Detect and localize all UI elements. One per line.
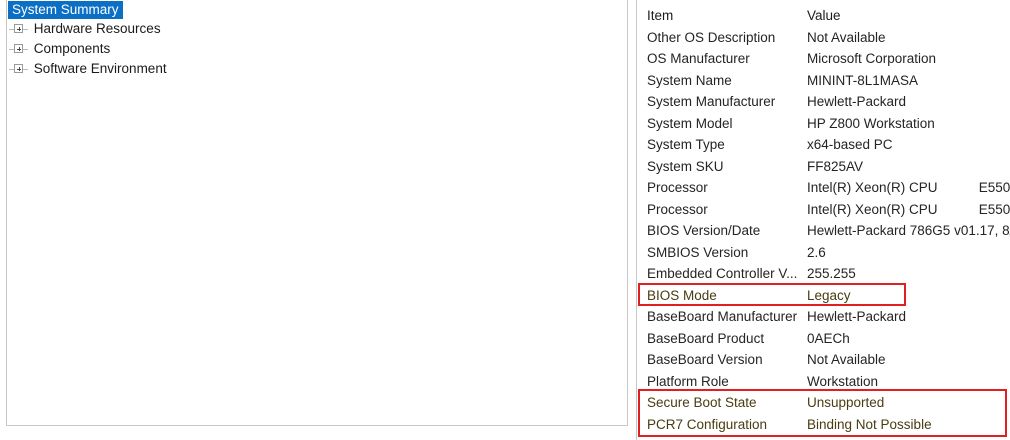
column-header-value: Value <box>807 8 841 23</box>
detail-row-value: 255.255 <box>807 266 856 281</box>
detail-row-value: Hewlett-Packard <box>807 94 907 109</box>
plus-icon[interactable] <box>9 39 30 59</box>
detail-row-value: Binding Not Possible <box>807 416 932 432</box>
detail-row-item: Other OS Description <box>647 29 776 45</box>
detail-row-value: Microsoft Corporation <box>807 51 937 66</box>
detail-row[interactable]: Processor Intel(R) Xeon(R) CPU E5506 <box>637 199 1010 221</box>
plus-icon[interactable] <box>9 19 30 39</box>
detail-column-header[interactable]: Item Value <box>637 5 1010 27</box>
detail-row[interactable]: Embedded Controller V... 255.255 <box>637 263 1010 285</box>
detail-row[interactable]: System SKU FF825AV <box>637 156 1010 178</box>
detail-row-value: Workstation <box>807 373 879 389</box>
detail-row-value: x64-based PC <box>807 137 893 152</box>
detail-row-value: Not Available <box>807 29 886 45</box>
detail-row[interactable]: BaseBoard Manufacturer Hewlett-Packard <box>637 306 1010 328</box>
detail-row-value: Hewlett-Packard <box>807 309 907 324</box>
plus-icon[interactable] <box>9 59 30 79</box>
detail-row-item: BaseBoard Manufacturer <box>647 309 798 324</box>
system-information-tree-pane[interactable]: System Summary Hardware Resources Compon… <box>6 0 628 426</box>
detail-row-item: System Type <box>647 137 725 152</box>
detail-row-item: BIOS Version/Date <box>647 223 761 238</box>
detail-row-value: Intel(R) Xeon(R) CPU E5506 <box>807 201 1010 217</box>
detail-row-item: Secure Boot State <box>647 395 757 410</box>
detail-row-item: Processor <box>647 201 708 217</box>
detail-row[interactable]: BIOS Version/Date Hewlett-Packard 786G5 v… <box>637 220 1010 242</box>
detail-row-value: FF825AV <box>807 158 864 174</box>
detail-row[interactable]: Processor Intel(R) Xeon(R) CPU E5506 <box>637 177 1010 199</box>
detail-row-item: BaseBoard Version <box>647 352 763 367</box>
detail-row[interactable]: BaseBoard Version Not Available <box>637 349 1010 371</box>
detail-row[interactable]: OS Manufacturer Microsoft Corporation <box>637 48 1010 70</box>
detail-row[interactable]: BaseBoard Product 0AECh <box>637 328 1010 350</box>
detail-row[interactable]: System Name MININT-8L1MASA <box>637 70 1010 92</box>
detail-row[interactable]: Secure Boot State Unsupported <box>637 392 1010 414</box>
detail-row-item: OS Manufacturer <box>647 51 750 66</box>
detail-row-value: Legacy <box>807 287 851 303</box>
tree-item-software-environment-label: Software Environment <box>33 61 167 77</box>
detail-row[interactable]: System Type x64-based PC <box>637 134 1010 156</box>
detail-row-value: HP Z800 Workstation <box>807 115 935 131</box>
tree-item-hardware-resources[interactable]: Hardware Resources <box>7 19 627 39</box>
detail-row-item: System Model <box>647 115 733 131</box>
detail-row-value: 2.6 <box>807 244 826 260</box>
detail-row[interactable]: SMBIOS Version 2.6 <box>637 242 1010 264</box>
detail-row-item: PCR7 Configuration <box>647 416 768 432</box>
tree-item-system-summary-label: System Summary <box>8 1 123 19</box>
detail-row-value: Intel(R) Xeon(R) CPU E5506 <box>807 180 1010 195</box>
detail-row-item: BaseBoard Product <box>647 330 765 346</box>
detail-row-item: Platform Role <box>647 373 729 389</box>
detail-row-value: Not Available <box>807 352 886 367</box>
detail-row-value: Unsupported <box>807 395 885 410</box>
tree-item-components-label: Components <box>33 41 111 57</box>
detail-row-value: Hewlett-Packard 786G5 v01.17, 8/ <box>807 223 1010 238</box>
detail-row[interactable]: PCR7 Configuration Binding Not Possible <box>637 414 1010 436</box>
tree-item-software-environment[interactable]: Software Environment <box>7 59 627 79</box>
detail-row[interactable]: Other OS Description Not Available <box>637 27 1010 49</box>
detail-row[interactable]: System Manufacturer Hewlett-Packard <box>637 91 1010 113</box>
detail-row-item: System SKU <box>647 158 724 174</box>
detail-row-item: System Name <box>647 72 732 88</box>
tree-item-components[interactable]: Components <box>7 39 627 59</box>
tree-item-system-summary[interactable]: System Summary <box>7 1 627 19</box>
detail-row-value: 0AECh <box>807 330 850 346</box>
detail-row-item: SMBIOS Version <box>647 244 749 260</box>
detail-row-item: Embedded Controller V... <box>647 266 798 281</box>
detail-row[interactable]: BIOS Mode Legacy <box>637 285 1010 307</box>
detail-row-value: MININT-8L1MASA <box>807 72 919 88</box>
column-header-item: Item <box>647 8 674 23</box>
detail-row-item: System Manufacturer <box>647 94 776 109</box>
detail-row[interactable]: Platform Role Workstation <box>637 371 1010 393</box>
detail-row-item: Processor <box>647 180 708 195</box>
tree-item-hardware-resources-label: Hardware Resources <box>33 21 161 37</box>
detail-row-item: BIOS Mode <box>647 287 717 303</box>
detail-row[interactable]: System Model HP Z800 Workstation <box>637 113 1010 135</box>
